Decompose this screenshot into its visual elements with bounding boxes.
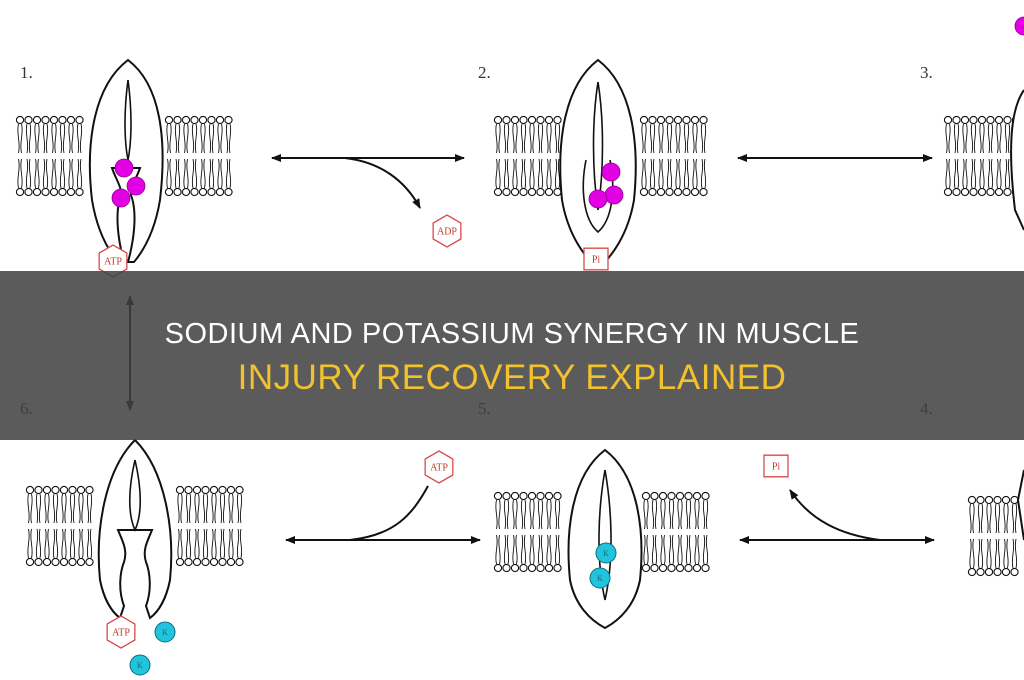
pump-4 <box>1016 469 1024 541</box>
pump-2 <box>559 58 637 270</box>
potassium-ion-label: K <box>162 628 168 637</box>
arrow-adp-release <box>344 157 421 209</box>
pi-tag-step2: Pi <box>583 247 609 271</box>
membrane-6-left <box>25 485 94 567</box>
sodium-ion <box>601 162 621 182</box>
membrane-2-right <box>639 115 708 197</box>
title-banner: SODIUM AND POTASSIUM SYNERGY IN MUSCLE I… <box>0 271 1024 440</box>
step-label-1: 1. <box>20 63 33 82</box>
membrane-3 <box>943 115 1021 197</box>
ion-group: K K K K <box>111 16 1024 676</box>
adp-tag-step1: ADP <box>432 214 462 248</box>
step-label-3: 3. <box>920 63 933 82</box>
banner-title-line-1: SODIUM AND POTASSIUM SYNERGY IN MUSCLE <box>164 317 860 350</box>
pi-tag-step4-text: Pi <box>772 462 781 473</box>
potassium-ion-label: K <box>603 549 609 558</box>
sodium-ion <box>126 176 146 196</box>
potassium-ion <box>154 621 176 643</box>
arrow-atp-bind <box>349 485 429 541</box>
atp-tag-step5-text: ATP <box>430 463 448 474</box>
atp-tag-step6: ATP <box>106 615 136 649</box>
banner-title-line-2: INJURY RECOVERY EXPLAINED <box>237 357 787 397</box>
membrane-4 <box>967 495 1019 577</box>
membrane-5-right <box>641 491 710 573</box>
sodium-ion <box>1014 16 1024 36</box>
membrane-6-right <box>175 485 244 567</box>
sodium-ion <box>604 185 624 205</box>
membrane-1-left <box>15 115 84 197</box>
sodium-ion <box>114 158 134 178</box>
sodium-ion <box>588 189 608 209</box>
atp-tag-step1-text: ATP <box>104 257 122 268</box>
atp-tag-step6-text: ATP <box>112 628 130 639</box>
pump-3 <box>1010 89 1024 231</box>
arrow-pi-release <box>789 489 881 541</box>
potassium-ion-label: K <box>597 574 603 583</box>
potassium-ion-label: K <box>137 661 143 670</box>
sodium-ion <box>111 188 131 208</box>
pi-tag-step4: Pi <box>763 454 789 478</box>
membrane-2-left <box>493 115 562 197</box>
pump-5 <box>567 448 643 630</box>
adp-tag-step1-text: ADP <box>437 227 457 238</box>
step-label-2: 2. <box>478 63 491 82</box>
pi-tag-step2-text: Pi <box>592 255 601 266</box>
membrane-1-right <box>164 115 233 197</box>
potassium-ion <box>595 542 617 564</box>
atp-tag-step5: ATP <box>424 450 454 484</box>
potassium-ion <box>589 567 611 589</box>
potassium-ion <box>129 654 151 676</box>
membrane-5-left <box>493 491 562 573</box>
